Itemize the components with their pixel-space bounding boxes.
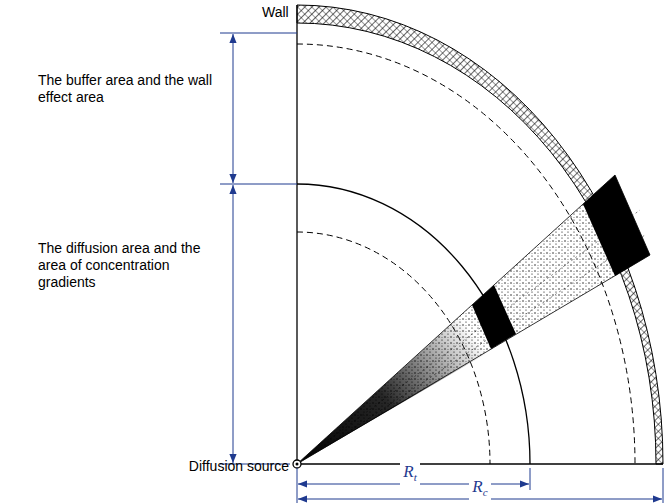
- source-label: Diffusion source: [119, 458, 289, 475]
- region-label: The diffusion area and the area of conce…: [38, 240, 213, 291]
- dimension-label: Rt: [400, 463, 419, 486]
- region-label: The buffer area and the wall effect area: [38, 72, 213, 106]
- dimension-label: Rc: [469, 478, 490, 501]
- wall-label: Wall: [262, 4, 302, 21]
